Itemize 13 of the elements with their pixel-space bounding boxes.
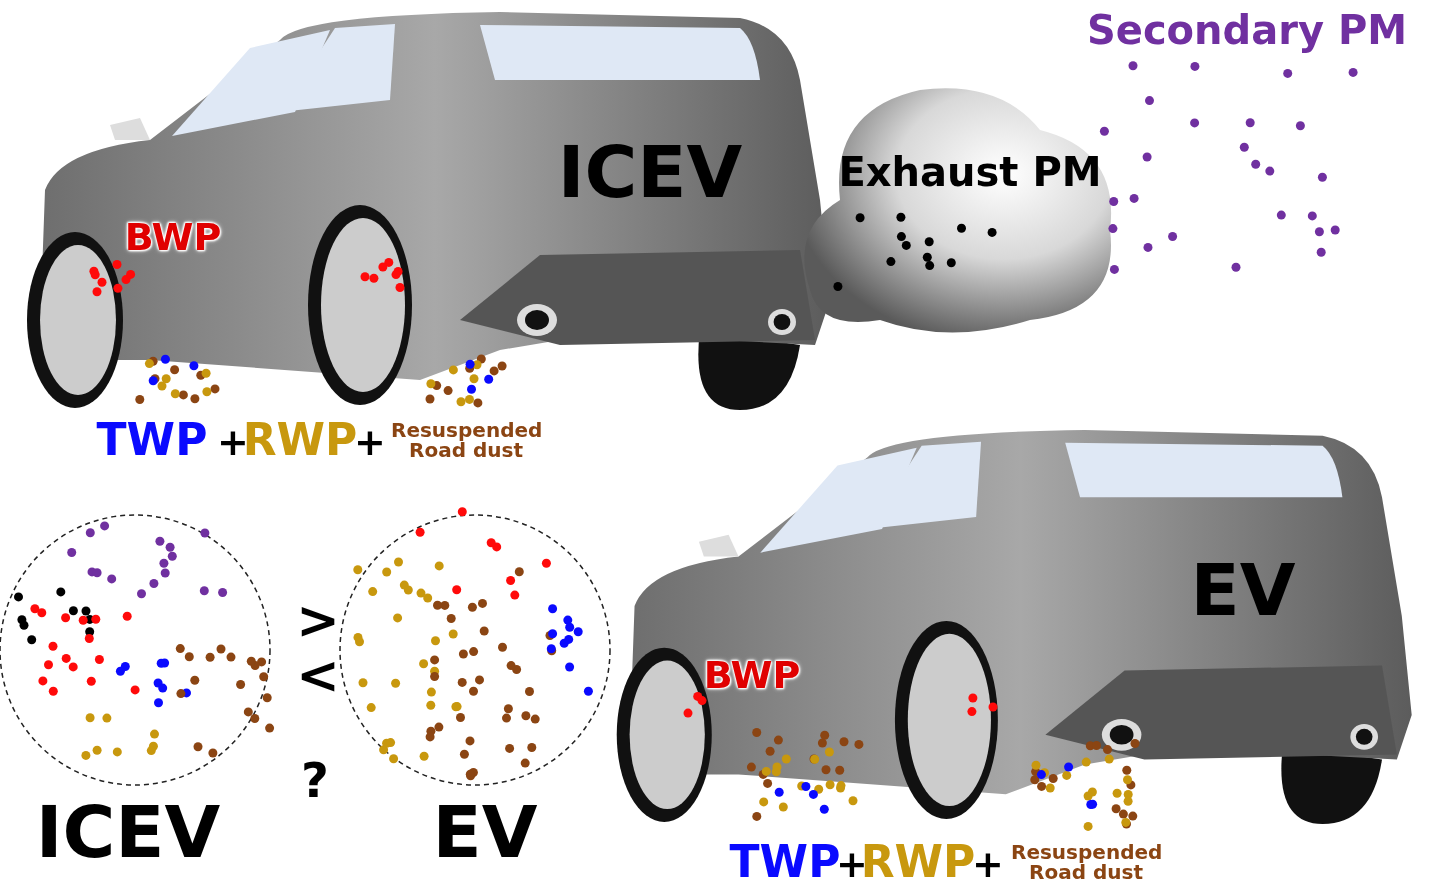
particle-label: TWP bbox=[96, 418, 208, 462]
particle-label: Exhaust PM bbox=[838, 152, 1102, 192]
comparison-sign: > bbox=[296, 594, 340, 646]
particle-label: BWP bbox=[124, 218, 222, 256]
particle-label: BWP bbox=[703, 656, 801, 694]
vehicle-label: ICEV bbox=[35, 796, 221, 868]
question-mark: ? bbox=[301, 756, 329, 804]
vehicle-label: EV bbox=[1190, 554, 1296, 626]
particle-label: Resuspended Road dust bbox=[1011, 842, 1161, 882]
particle-label: Resuspended Road dust bbox=[391, 420, 541, 460]
vehicle-label: ICEV bbox=[557, 136, 743, 208]
comparison-sign: < bbox=[296, 649, 340, 701]
vehicle-label: EV bbox=[432, 796, 538, 868]
